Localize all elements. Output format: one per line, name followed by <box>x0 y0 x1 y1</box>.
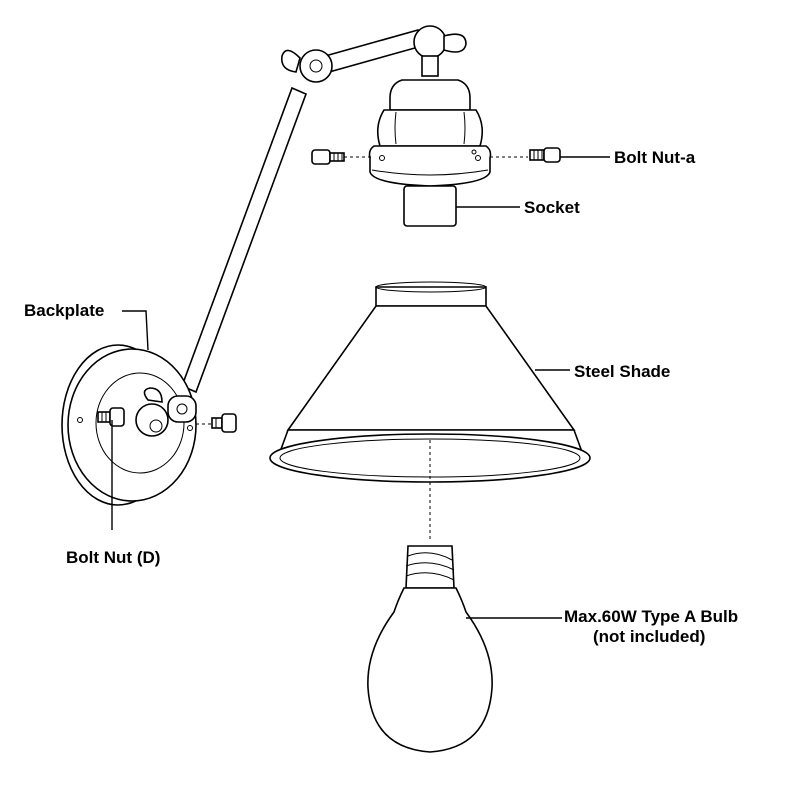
bulb-part <box>367 545 493 753</box>
socket-bolt-right <box>490 147 561 163</box>
label-socket: Socket <box>524 198 580 217</box>
backplate-bolt-left <box>97 407 125 427</box>
swing-arm <box>180 25 467 394</box>
leader-lines <box>111 156 610 619</box>
label-bulb-line-1: Max.60W Type A Bulb <box>564 607 738 626</box>
label-bulb-line-2: (not included) <box>593 627 705 646</box>
backplate-bolt-right <box>196 413 237 433</box>
label-bolt-nut-d: Bolt Nut (D) <box>66 548 160 567</box>
steel-shade-part <box>269 281 591 483</box>
socket-bolt-left <box>311 149 374 165</box>
label-steel-shade: Steel Shade <box>574 362 670 381</box>
backplate-part <box>61 344 197 506</box>
socket-part <box>368 79 492 227</box>
label-bolt-nut-a: Bolt Nut-a <box>614 148 696 167</box>
label-backplate: Backplate <box>24 301 104 320</box>
